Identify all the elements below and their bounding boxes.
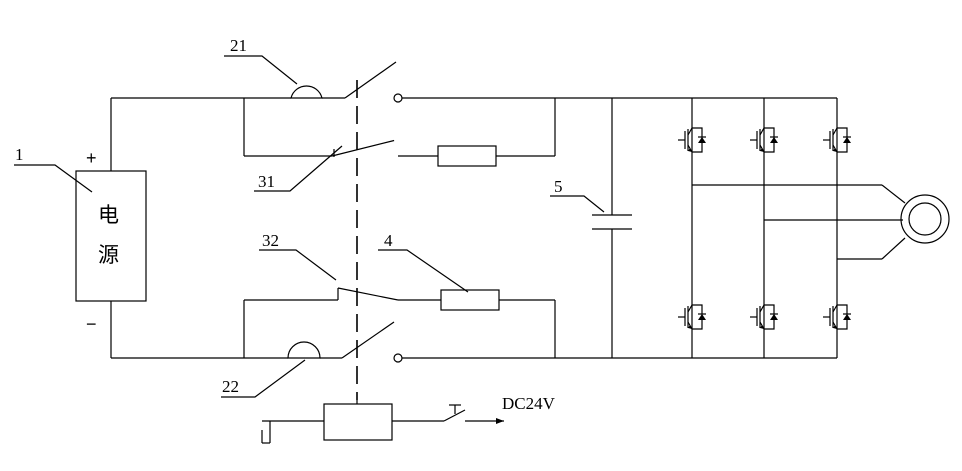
label-22: 22	[222, 377, 239, 396]
motor-connections	[692, 184, 950, 260]
contactor-22-coil	[287, 341, 321, 359]
igbt-4	[678, 304, 706, 330]
igbt-3	[823, 127, 851, 153]
power-supply-text-1: 电	[98, 203, 119, 227]
leader-lines	[14, 55, 605, 398]
inverter-bridge	[691, 98, 838, 358]
label-32: 32	[262, 231, 279, 250]
igbt-1	[678, 127, 706, 153]
contactor-21-coil	[290, 85, 323, 99]
relay-coil-box	[323, 403, 393, 441]
minus-sign: −	[86, 314, 97, 334]
leader-22	[221, 359, 306, 398]
dc-arrow	[496, 418, 504, 424]
pushbutton-contact	[443, 409, 466, 422]
leader-21	[224, 55, 298, 85]
main-contact-22-terminal	[393, 353, 403, 363]
precharge-resistor-top	[437, 145, 497, 167]
power-supply-text-2: 源	[98, 243, 119, 267]
aux-switch-31-blade	[331, 139, 395, 157]
leader-5	[550, 195, 605, 213]
top-bus	[111, 61, 837, 103]
label-1: 1	[15, 145, 24, 164]
motor-outer	[900, 194, 950, 244]
top-precharge-branch	[243, 98, 556, 167]
leader-32	[259, 249, 337, 281]
leader-1	[14, 164, 93, 193]
igbt-5	[750, 304, 778, 330]
leader-4	[378, 249, 469, 293]
main-contact-21-terminal	[393, 93, 403, 103]
label-21: 21	[230, 36, 247, 55]
power-supply-box	[75, 170, 147, 302]
bottom-precharge-branch	[243, 287, 556, 358]
igbt-6	[823, 304, 851, 330]
igbt-2	[750, 127, 778, 153]
label-5: 5	[554, 177, 563, 196]
aux-switch-32-blade	[337, 287, 399, 301]
motor-inner	[908, 202, 942, 236]
dc-link-capacitor	[592, 98, 632, 358]
label-4: 4	[384, 231, 393, 250]
leader-31	[254, 145, 343, 192]
power-supply: 电 源 + −	[75, 98, 147, 358]
plus-sign: +	[86, 148, 97, 168]
coil-driver: DC24V	[261, 394, 556, 444]
bottom-bus	[111, 321, 837, 363]
dc-source-label: DC24V	[502, 394, 556, 413]
label-31: 31	[258, 172, 275, 191]
igbt-switches	[678, 127, 851, 330]
main-contact-21-blade	[344, 61, 397, 99]
precharge-resistor-4	[440, 289, 500, 311]
main-contact-22-blade	[341, 321, 395, 359]
